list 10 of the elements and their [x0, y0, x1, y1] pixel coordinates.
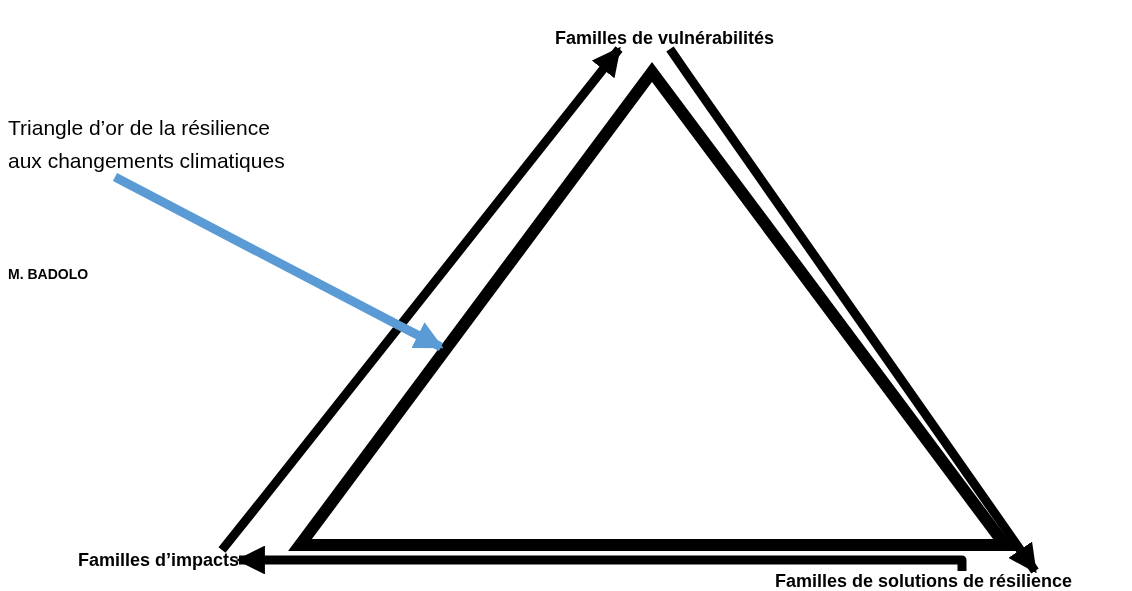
- arrow: [112, 173, 444, 351]
- author-name: M. BADOLO: [8, 266, 89, 282]
- corner-label: Familles de solutions de résilience: [775, 571, 1073, 591]
- corner-label: Familles de vulnérabilités: [555, 28, 775, 50]
- diagram-title-text: Triangle d’or de la résilience aux changements climatiques: [8, 112, 288, 178]
- arrow: [236, 545, 967, 575]
- corner-label: Familles d’impacts: [78, 550, 240, 572]
- arrow: [218, 46, 623, 553]
- triangle-outline: [288, 61, 1017, 551]
- arrow: [666, 46, 1039, 574]
